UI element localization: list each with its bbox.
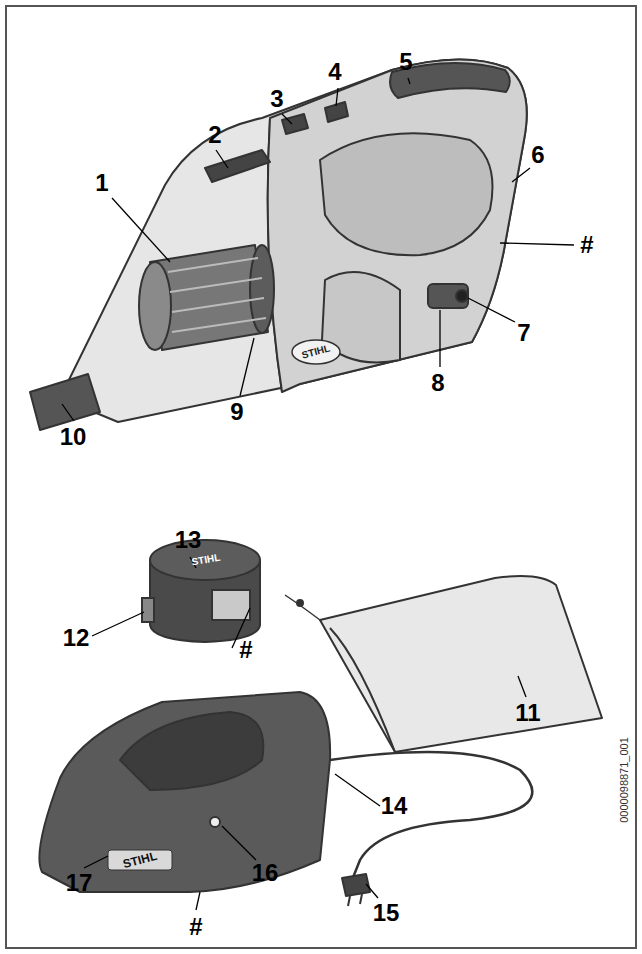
- callout-number: 5: [399, 50, 412, 74]
- callout-number: 16: [252, 861, 279, 885]
- callout-marker: #: [239, 638, 252, 662]
- figure-id: 0000098871_001: [619, 737, 630, 823]
- frame: [6, 6, 636, 948]
- callout-number: 14: [381, 794, 408, 818]
- logo-plate: [108, 850, 172, 870]
- callout-marker: #: [580, 233, 593, 257]
- callout-number: 15: [373, 901, 400, 925]
- callout-number: 11: [515, 701, 540, 725]
- hand-vacuum: [30, 59, 527, 430]
- callout-number: 2: [208, 123, 221, 147]
- callout-number: 17: [66, 871, 93, 895]
- callout-number: 7: [517, 321, 530, 345]
- charger: [39, 692, 532, 906]
- dust-bag: [285, 576, 602, 752]
- leader-lines: [62, 78, 574, 910]
- callout-number: 10: [60, 425, 87, 449]
- callout-number: 4: [328, 60, 341, 84]
- callout-number: 6: [531, 143, 544, 167]
- callout-number: 1: [95, 171, 108, 195]
- callout-marker: #: [189, 915, 202, 939]
- callout-number: 8: [431, 371, 444, 395]
- callout-number: 12: [63, 626, 90, 650]
- callout-number: 9: [230, 400, 243, 424]
- callout-number: 3: [270, 87, 283, 111]
- battery: [142, 540, 260, 642]
- callout-number: 13: [175, 528, 202, 552]
- logo-plate: [292, 340, 340, 364]
